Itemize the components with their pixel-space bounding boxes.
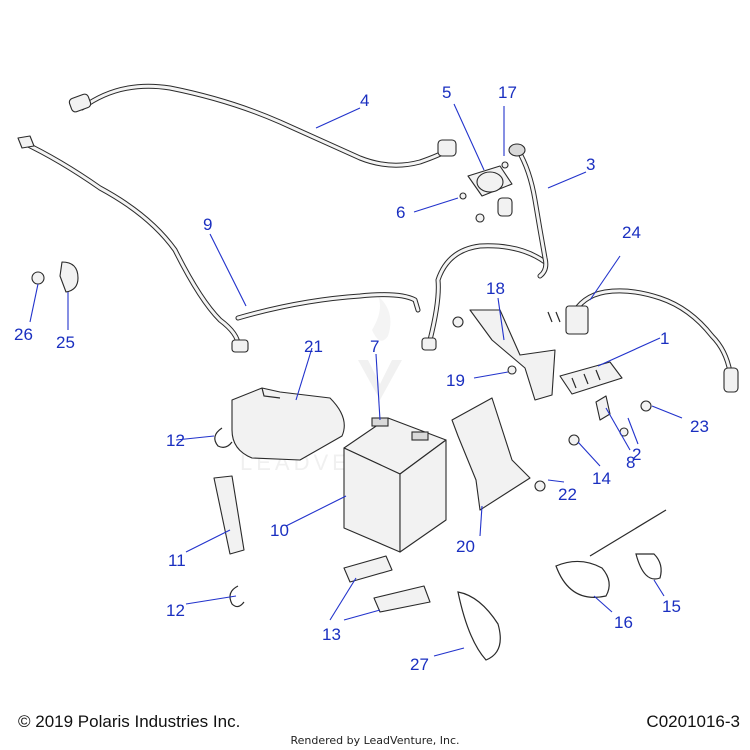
leader-lines <box>29 103 683 657</box>
shield-20 <box>451 397 531 511</box>
callout-2: 2 <box>632 445 641 464</box>
callout-16: 16 <box>614 613 633 632</box>
rendered-by-text: Rendered by LeadVenture, Inc. <box>290 734 460 747</box>
callout-23: 23 <box>690 417 709 436</box>
fasteners <box>31 261 652 492</box>
copyright-text: © 2019 Polaris Industries Inc. <box>18 712 241 731</box>
pads-13 <box>343 555 431 613</box>
callout-25: 25 <box>56 333 75 352</box>
bracket-18 <box>452 309 556 401</box>
callout-12-lower: 12 <box>166 601 185 620</box>
callout-21: 21 <box>304 337 323 356</box>
cable-9 <box>17 135 548 353</box>
tie-15 <box>635 553 662 580</box>
battery-10 <box>343 417 447 553</box>
cable-3 <box>508 143 549 279</box>
callout-12-upper: 12 <box>166 431 185 450</box>
callout-26: 26 <box>14 325 33 344</box>
callout-17: 17 <box>498 83 517 102</box>
solenoid-5 <box>459 161 513 223</box>
callout-9: 9 <box>203 215 212 234</box>
callout-11: 11 <box>168 551 186 570</box>
callout-19: 19 <box>446 371 465 390</box>
callout-5: 5 <box>442 83 451 102</box>
strap-11 <box>213 475 245 555</box>
callout-3: 3 <box>586 155 595 174</box>
callout-14: 14 <box>592 469 611 488</box>
callout-27: 27 <box>410 655 429 674</box>
clip-12-lower <box>229 585 245 608</box>
callout-24: 24 <box>622 223 641 242</box>
tie-27 <box>457 591 501 661</box>
clip-12-upper <box>214 427 233 448</box>
cover-21 <box>231 387 345 461</box>
diagram-code: C0201016-3 <box>646 712 740 731</box>
terminal-block-1 <box>559 361 623 395</box>
callout-22: 22 <box>558 485 577 504</box>
callout-13: 13 <box>322 625 341 644</box>
tie-16 <box>555 509 667 598</box>
callout-20: 20 <box>456 537 475 556</box>
callout-6: 6 <box>396 203 405 222</box>
cable-4 <box>68 83 457 168</box>
callout-8: 8 <box>626 453 635 472</box>
callout-7: 7 <box>370 337 379 356</box>
callout-1: 1 <box>660 329 669 348</box>
callout-10: 10 <box>270 521 289 540</box>
callouts: 4 5 17 3 6 9 24 18 1 19 21 7 12 23 2 8 1… <box>14 83 709 674</box>
callout-18: 18 <box>486 279 505 298</box>
callout-15: 15 <box>662 597 681 616</box>
callout-4: 4 <box>360 91 369 110</box>
